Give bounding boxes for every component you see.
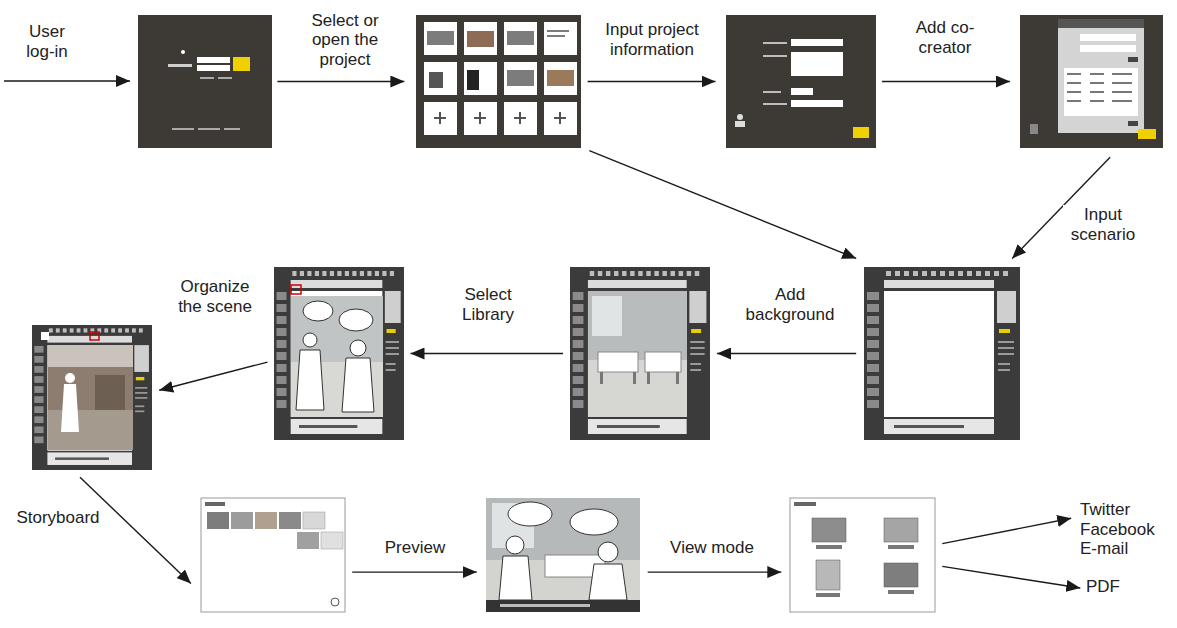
screen-node [32,325,152,470]
step-label: Select Library [450,285,526,324]
step-label: Preview [383,538,447,558]
output-target: Twitter Facebook E-mail [1080,500,1168,561]
output-target: PDF [1086,577,1124,599]
flow-arrow [648,571,782,572]
screen-node [864,267,1020,440]
flow-arrow [159,362,267,390]
step-label: Add co-creator [900,18,990,57]
step-label: Select or open the project [297,11,393,70]
flow-arrow [411,353,564,354]
flow-arrow [588,81,716,82]
preview-screen [486,498,640,612]
view-mode-screen [790,498,935,612]
background-editor-screen [570,267,710,440]
flow-arrow [882,81,1010,82]
step-label: Organize the scene [172,277,258,316]
flow-arrow [717,353,856,354]
target-text: Twitter Facebook E-mail [1080,500,1164,559]
step-label: View mode [668,538,756,558]
step-label: Storyboard [14,508,101,528]
step-label: Input project information [603,20,701,59]
flow-arrow [277,81,404,82]
screen-node [138,15,272,148]
organize-editor-screen [32,325,152,470]
project-list-screen [416,15,581,148]
co-creator-screen [1020,15,1163,148]
library-editor-screen [274,267,404,440]
screen-node [790,498,935,612]
step-label: Add background [740,285,840,324]
login-screen [138,15,272,148]
project-info-screen [726,15,876,148]
screen-node [416,15,581,148]
storyboard-screen [201,498,345,612]
screen-node [570,267,710,440]
flow-arrow [589,151,856,259]
screen-node [726,15,876,148]
screen-node [1020,15,1163,148]
screen-node [201,498,345,612]
flow-arrow [80,477,191,583]
screen-node [274,267,404,440]
flow-arrow [942,566,1080,588]
scenario-editor-screen [864,267,1020,440]
screen-node [486,498,640,612]
step-label: User log-in [17,22,77,61]
flow-arrow [352,571,477,572]
entry-arrow [4,80,130,81]
flow-arrow [942,518,1071,543]
target-text: PDF [1086,577,1124,597]
step-label: Input scenario [1063,205,1143,244]
